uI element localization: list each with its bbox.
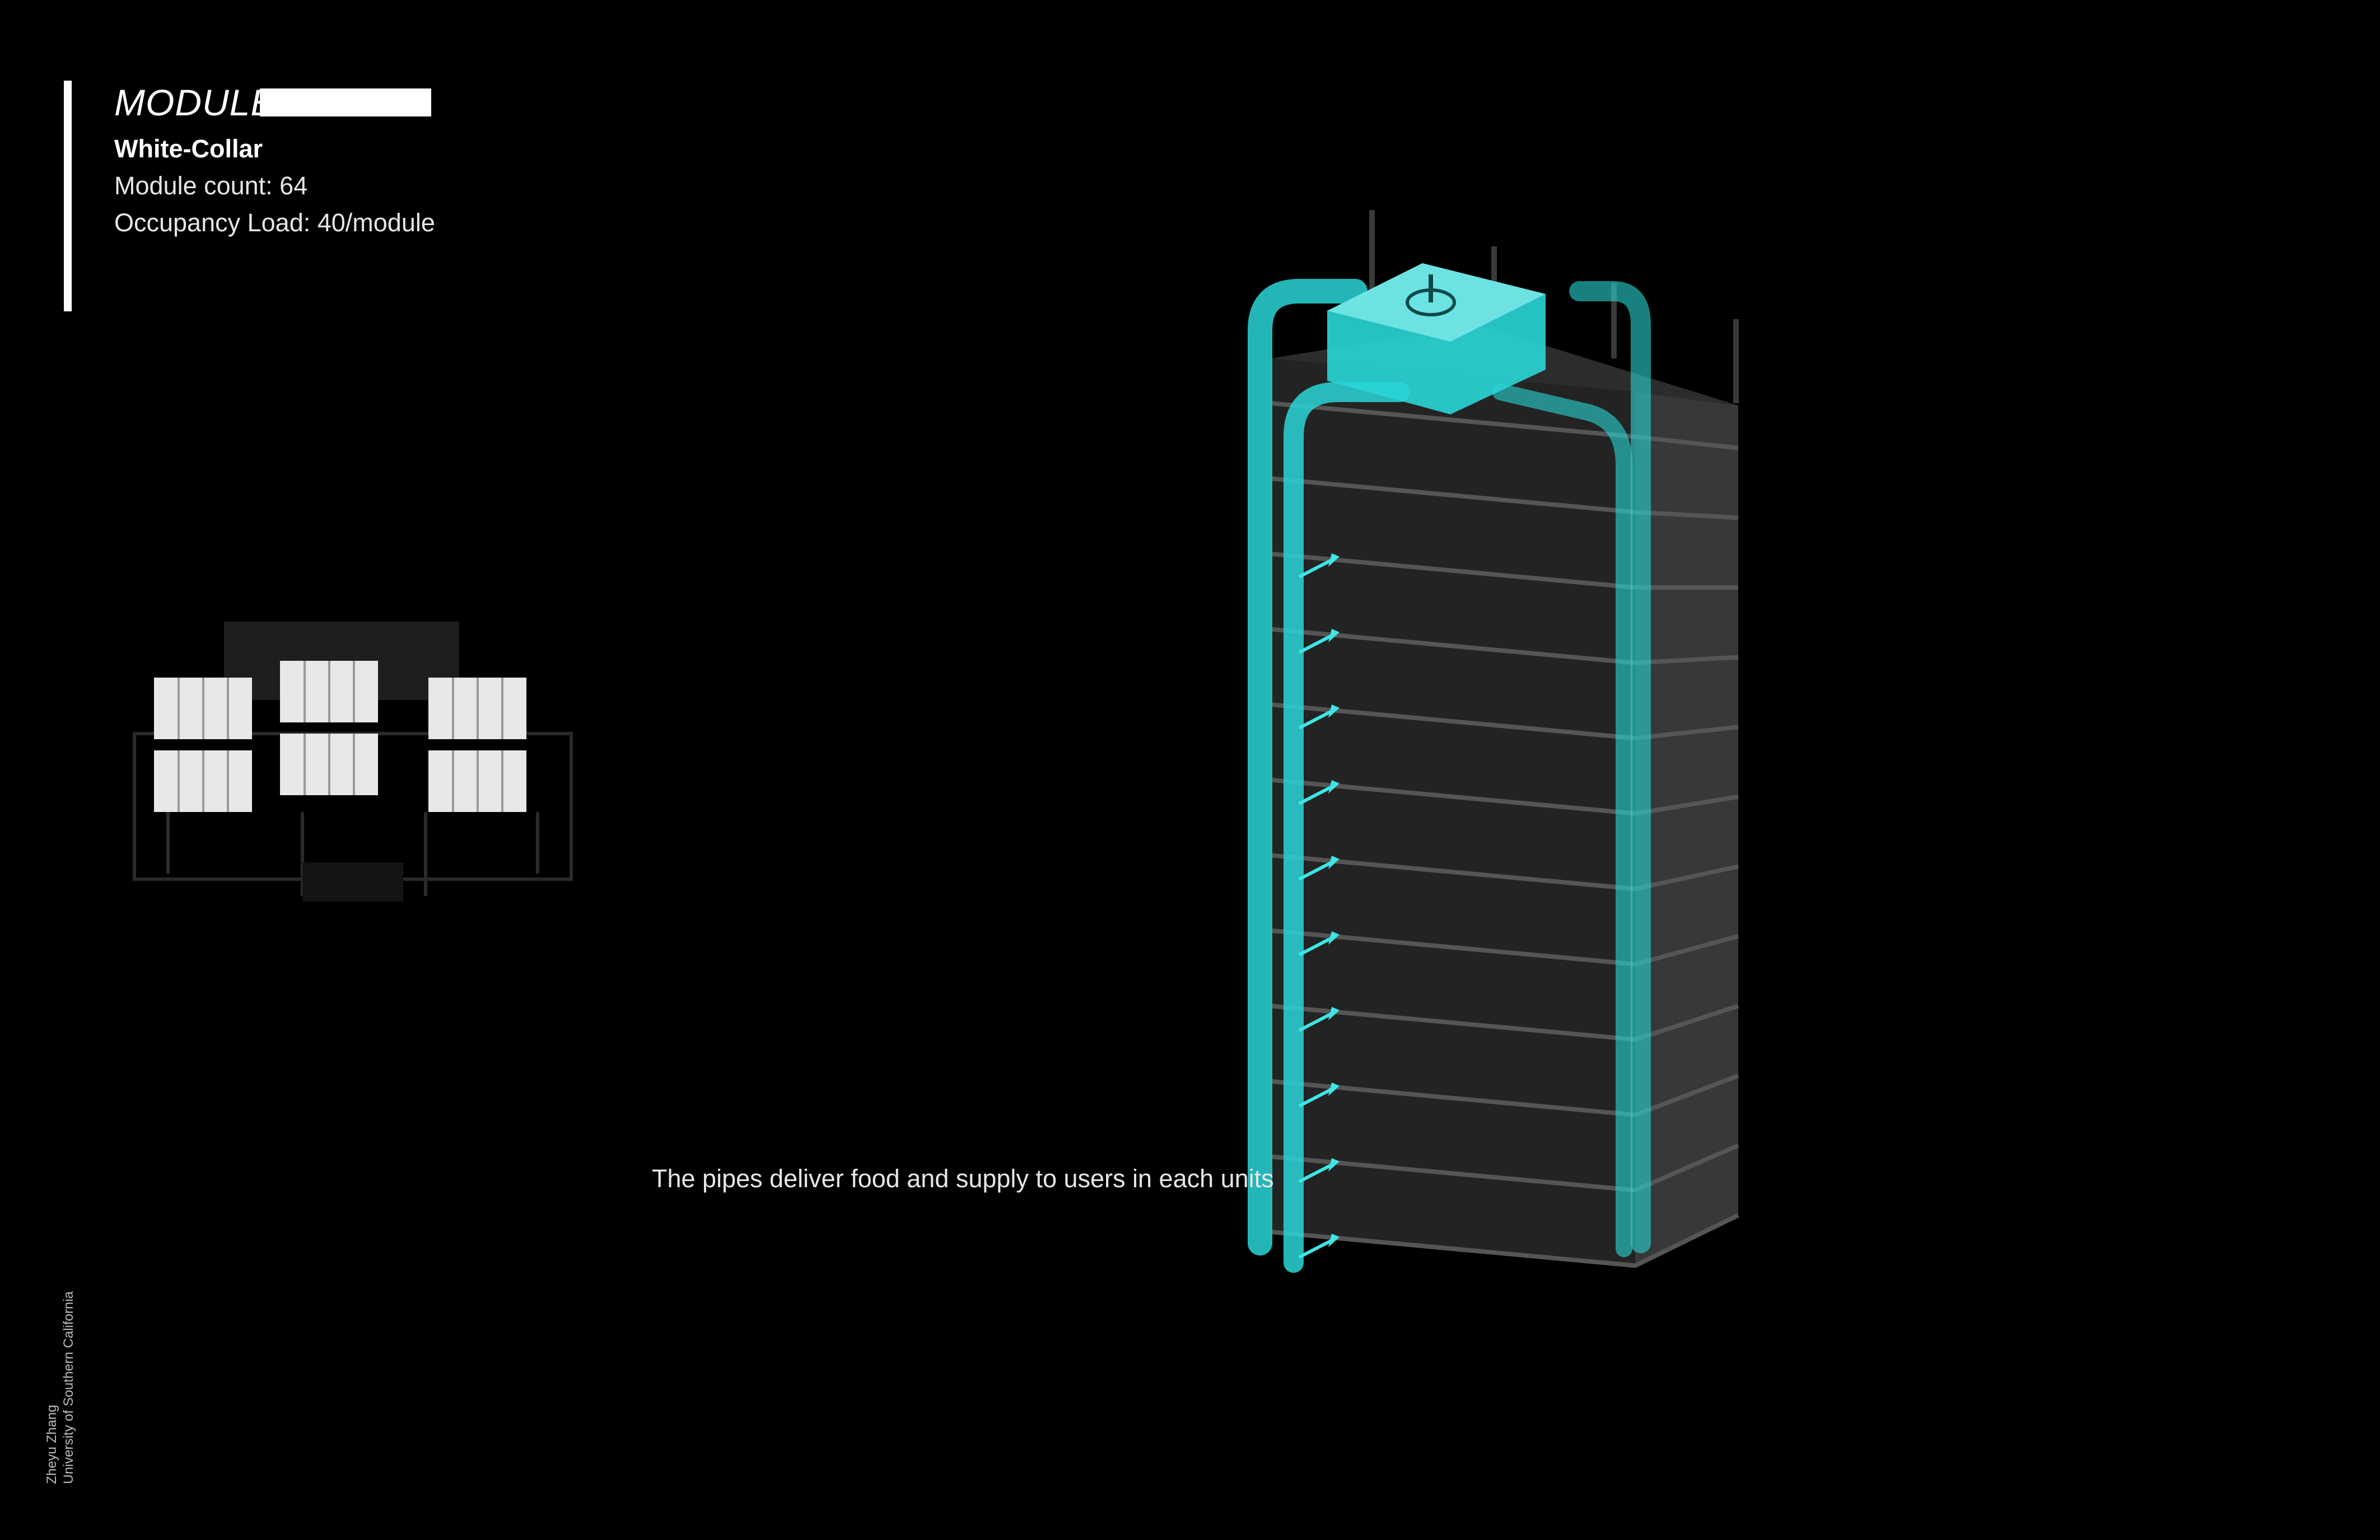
delivery-arrow — [1298, 1012, 1333, 1032]
delivery-arrow-head — [1328, 629, 1340, 642]
delivery-arrow — [1298, 710, 1333, 730]
delivery-arrow — [1298, 1088, 1333, 1108]
module-base-block — [302, 862, 403, 902]
delivery-arrow — [1298, 785, 1333, 805]
module-type: White-Collar — [114, 134, 263, 163]
delivery-arrow — [1298, 558, 1333, 578]
supply-pipes — [1248, 279, 1651, 1273]
tower-left-face — [1271, 358, 1635, 1266]
delivery-arrow-head — [1328, 553, 1340, 567]
module-count: Module count: 64 — [114, 171, 308, 200]
tower-right-face — [1635, 392, 1738, 1266]
delivery-arrow — [1298, 1239, 1333, 1259]
pipe-caption: The pipes deliver food and supply to use… — [652, 1164, 1274, 1193]
module-white-blocks — [154, 661, 526, 812]
delivery-arrow-head — [1328, 704, 1340, 718]
delivery-arrow — [1298, 861, 1333, 881]
delivery-arrow-head — [1328, 780, 1340, 794]
delivery-arrow — [1298, 1163, 1333, 1183]
delivery-arrow-head — [1328, 1007, 1340, 1020]
delivery-arrow-head — [1328, 1234, 1340, 1247]
page-title: MODULE — [114, 82, 276, 123]
delivery-arrows — [1298, 553, 1340, 1259]
occupancy-load: Occupancy Load: 40/module — [114, 208, 435, 237]
author-school: University of Southern California — [61, 1291, 76, 1484]
title-underline-bar — [260, 88, 431, 116]
author-name: Zheyu Zhang — [44, 1404, 59, 1484]
delivery-arrow-head — [1328, 931, 1340, 945]
author-credit: Zheyu Zhang University of Southern Calif… — [44, 1291, 77, 1484]
header-accent-bar — [64, 81, 72, 311]
tower-floor-line — [1271, 1213, 1739, 1268]
delivery-arrow-head — [1328, 1082, 1340, 1096]
supply-tank — [1327, 263, 1546, 414]
delivery-arrow — [1298, 936, 1333, 956]
delivery-arrow-head — [1328, 856, 1340, 869]
delivery-arrow-head — [1328, 1158, 1340, 1172]
delivery-arrow — [1298, 634, 1333, 654]
